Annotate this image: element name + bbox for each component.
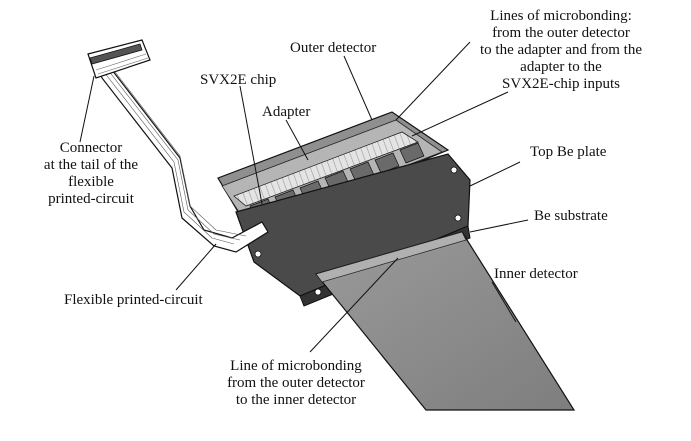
label-inner-microbonding: Line of microbonding from the outer dete… [196,358,396,409]
label-line: Lines of microbonding: [490,8,632,24]
mounting-holes [254,166,462,296]
leader-microbonding-2 [411,91,509,137]
leader-adapter [285,119,309,161]
leader-microbonding-1 [395,41,471,121]
label-adapter: Adapter [262,104,311,120]
flexible-printed-circuit-shape [94,62,269,253]
leader-inner-microbonding [309,257,399,353]
label-line: to the inner detector [235,392,357,408]
label-line: adapter to the [520,59,602,75]
leader-flex-circuit [175,243,217,291]
label-connector: Connector at the tail of the flexible pr… [16,140,166,208]
mounting-hole [254,250,262,258]
label-line: printed-circuit [48,191,134,207]
label-line: from the outer detector [227,375,365,391]
label-microbonding-lines: Lines of microbonding: from the outer de… [436,8,686,93]
label-svx2e-chip: SVX2E chip [200,72,277,88]
adapter-shape [233,131,419,207]
label-line: to the adapter and from the [479,42,643,58]
label-line: from the outer detector [492,25,630,41]
svx2e-chip [399,142,425,164]
connector-shape [87,39,151,79]
mounting-hole [454,214,462,222]
mounting-hole [450,166,458,174]
leader-svx2e-chip [239,85,263,205]
leader-inner-detector [491,281,517,323]
label-line: flexible [68,174,114,190]
leader-be-substrate [469,219,529,233]
leader-outer-detector [343,55,373,121]
leader-top-be-plate [469,161,521,187]
leader-lines [79,41,529,353]
svx2e-chip [374,152,400,174]
inner-detector-edge [315,231,467,283]
label-top-be-plate: Top Be plate [530,144,607,160]
label-line: at the tail of the [43,157,139,173]
label-flexible-printed-circuit: Flexible printed-circuit [64,292,203,308]
label-outer-detector: Outer detector [290,40,377,56]
label-line: Line of microbonding [230,358,362,374]
label-line: SVX2E-chip inputs [502,76,620,92]
label-be-substrate: Be substrate [534,208,608,224]
mounting-hole [314,288,322,296]
label-line: Connector [59,140,123,156]
label-inner-detector: Inner detector [494,266,578,282]
leader-connector [79,75,95,143]
